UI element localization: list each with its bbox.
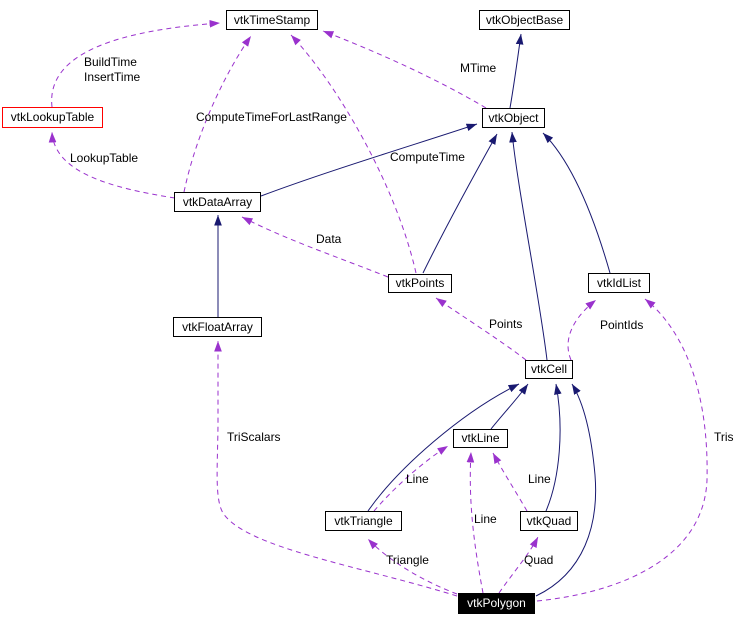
- edge-vtklookuptable-vtktimestamp: [51, 19, 221, 108]
- node-vtkobjectbase[interactable]: vtkObjectBase: [479, 10, 570, 30]
- node-vtkquad[interactable]: vtkQuad: [520, 511, 578, 531]
- edge-label-triscalars-9: TriScalars: [227, 430, 281, 444]
- edge-vtkpolygon-vtkline: [466, 451, 484, 594]
- edge-vtkline-vtkcell: [490, 383, 529, 430]
- edge-label-lookuptable-4: LookupTable: [70, 151, 139, 165]
- edge-label-points-7: Points: [489, 317, 523, 331]
- edge-label-pointids-8: PointIds: [600, 318, 644, 332]
- node-vtktimestamp[interactable]: vtkTimeStamp: [226, 10, 318, 30]
- edge-label-inserttime-1: InsertTime: [84, 70, 141, 84]
- node-vtklookuptable[interactable]: vtkLookupTable: [2, 107, 103, 128]
- edge-vtkcell-vtkidlist: [567, 299, 597, 361]
- edge-vtktriangle-vtkline: [373, 445, 449, 512]
- edge-label-data-6: Data: [316, 232, 342, 246]
- node-vtkpoints[interactable]: vtkPoints: [388, 274, 452, 293]
- edge-label-quad-15: Quad: [524, 553, 554, 567]
- edge-label-computetimeforlastrange-3: ComputeTimeForLastRange: [196, 110, 347, 124]
- edge-vtkpoints-vtktimestamp: [290, 34, 417, 274]
- edge-vtkpolygon-vtktriangle: [367, 538, 458, 595]
- edge-vtkpolygon-vtkcell: [535, 383, 597, 597]
- edge-label-mtime-2: MTime: [460, 61, 497, 75]
- edge-label-line-12: Line: [528, 472, 551, 486]
- node-vtkline[interactable]: vtkLine: [453, 429, 508, 448]
- edge-vtkcell-vtkobject: [509, 131, 548, 361]
- edge-vtkidlist-vtkobject: [542, 132, 611, 274]
- edge-vtktriangle-vtkcell: [367, 383, 520, 512]
- edge-vtkdataarray-vtktimestamp: [183, 35, 252, 193]
- node-vtkdataarray[interactable]: vtkDataArray: [174, 192, 261, 212]
- edge-vtkpolygon-vtkfloatarray: [214, 341, 458, 597]
- edge-vtkcell-vtkpoints: [435, 297, 527, 361]
- edge-vtkquad-vtkline: [492, 452, 528, 512]
- edge-vtkdataarray-vtklookuptable: [48, 131, 176, 199]
- edge-label-buildtime-0: BuildTime: [84, 55, 137, 69]
- edge-vtkpoints-vtkobject: [422, 133, 498, 274]
- edge-vtkpolygon-vtkidlist: [536, 298, 708, 602]
- edge-vtkdataarray-vtkobject: [260, 123, 478, 197]
- edge-label-computetime-5: ComputeTime: [390, 150, 465, 164]
- edge-label-line-11: Line: [406, 472, 429, 486]
- node-vtkpolygon[interactable]: vtkPolygon: [458, 593, 535, 614]
- node-vtkcell[interactable]: vtkCell: [525, 360, 573, 379]
- edge-vtkquad-vtkcell: [545, 383, 562, 512]
- edge-vtkpoints-vtkdataarray: [241, 216, 389, 278]
- node-vtkidlist[interactable]: vtkIdList: [588, 273, 650, 293]
- edge-label-tris-10: Tris: [714, 430, 734, 444]
- node-vtktriangle[interactable]: vtkTriangle: [325, 511, 402, 531]
- node-vtkfloatarray[interactable]: vtkFloatArray: [173, 317, 262, 337]
- edge-label-triangle-14: Triangle: [386, 553, 429, 567]
- edge-vtkobject-vtkobjectbase: [509, 33, 524, 109]
- node-vtkobject[interactable]: vtkObject: [482, 108, 545, 128]
- edge-label-line-13: Line: [474, 512, 497, 526]
- edge-vtkobject-vtktimestamp: [322, 30, 487, 109]
